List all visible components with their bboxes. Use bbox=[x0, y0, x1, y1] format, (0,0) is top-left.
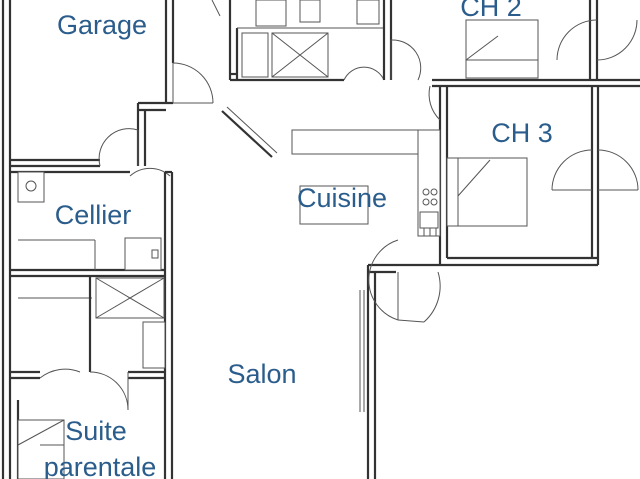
cellier-door bbox=[98, 128, 171, 177]
salon-walls bbox=[359, 239, 441, 479]
ch3-label: CH 3 bbox=[491, 118, 553, 148]
sliding-door bbox=[221, 106, 278, 158]
suite-label-line2: parentale bbox=[44, 452, 157, 479]
cellier-label: Cellier bbox=[55, 200, 132, 230]
suite-room bbox=[16, 400, 65, 479]
suite-label-line1: Suite bbox=[65, 416, 127, 446]
top-bathroom bbox=[211, 0, 422, 82]
outer-walls bbox=[1, 0, 12, 479]
ch2-label: CH 2 bbox=[460, 0, 522, 22]
garage-door bbox=[172, 62, 214, 104]
ch3-room bbox=[428, 85, 639, 267]
cuisine-label: Cuisine bbox=[297, 183, 387, 213]
salon-label: Salon bbox=[227, 359, 296, 389]
cellier-room bbox=[10, 170, 174, 479]
suite-bathroom bbox=[10, 276, 166, 411]
ch2-room bbox=[432, 0, 640, 88]
kitchen bbox=[291, 129, 441, 237]
garage-label: Garage bbox=[57, 10, 147, 40]
